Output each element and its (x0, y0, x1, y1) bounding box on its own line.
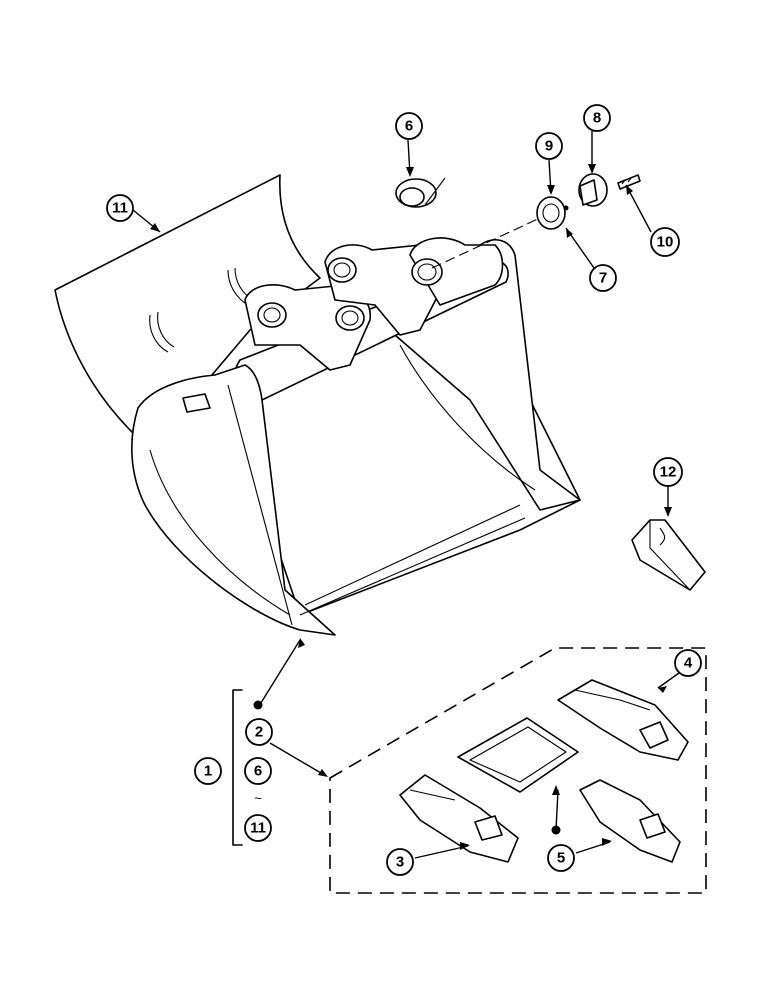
callout-9: 9 (535, 132, 563, 160)
adapter-part-unlabeled (457, 717, 579, 793)
callout-2: 2 (245, 718, 273, 746)
callout-8-label: 8 (593, 110, 601, 127)
callout-9-label: 9 (545, 138, 553, 155)
tooth-part-3 (399, 774, 519, 863)
bushing-part-6 (395, 177, 446, 208)
callout-10-label: 10 (657, 234, 674, 251)
callout-10: 10 (650, 227, 680, 257)
kit-marker-dot (253, 700, 263, 710)
callout-1-label: 1 (204, 763, 212, 780)
callout-12: 12 (653, 457, 683, 487)
tooth-part-4 (557, 679, 689, 761)
callout-1: 1 (194, 757, 222, 785)
adapter-marker-dot (551, 825, 561, 835)
callout-11-kit: 11 (244, 814, 272, 842)
callout-2-label: 2 (255, 724, 263, 741)
mounting-ears (244, 237, 504, 371)
callout-6-kit-label: 6 (254, 763, 262, 780)
leader-lines (132, 131, 680, 859)
callout-7: 7 (589, 264, 617, 292)
tooth-part-12 (631, 519, 706, 591)
callout-12-label: 12 (660, 464, 677, 481)
callout-11-label: 11 (112, 200, 128, 217)
callout-6-kit: 6 (244, 757, 272, 785)
callout-3-label: 3 (396, 854, 404, 871)
callout-7-label: 7 (599, 270, 607, 287)
callout-5-label: 5 (557, 850, 565, 867)
callout-4-label: 4 (684, 655, 693, 672)
tooth-part-5 (579, 779, 681, 863)
callout-5: 5 (547, 844, 575, 872)
kit-bracket (232, 689, 243, 846)
callout-3: 3 (386, 848, 414, 876)
pin-retainer-hardware (431, 173, 641, 269)
callout-6-label: 6 (405, 118, 413, 135)
callout-6: 6 (395, 112, 423, 140)
callout-11-kit-label: 11 (250, 820, 266, 837)
kit-boundary (329, 647, 707, 894)
callout-4: 4 (674, 649, 702, 677)
callout-11-top: 11 (106, 194, 134, 222)
kit-range-tilde: ~ (254, 791, 262, 806)
callout-8: 8 (583, 104, 611, 132)
